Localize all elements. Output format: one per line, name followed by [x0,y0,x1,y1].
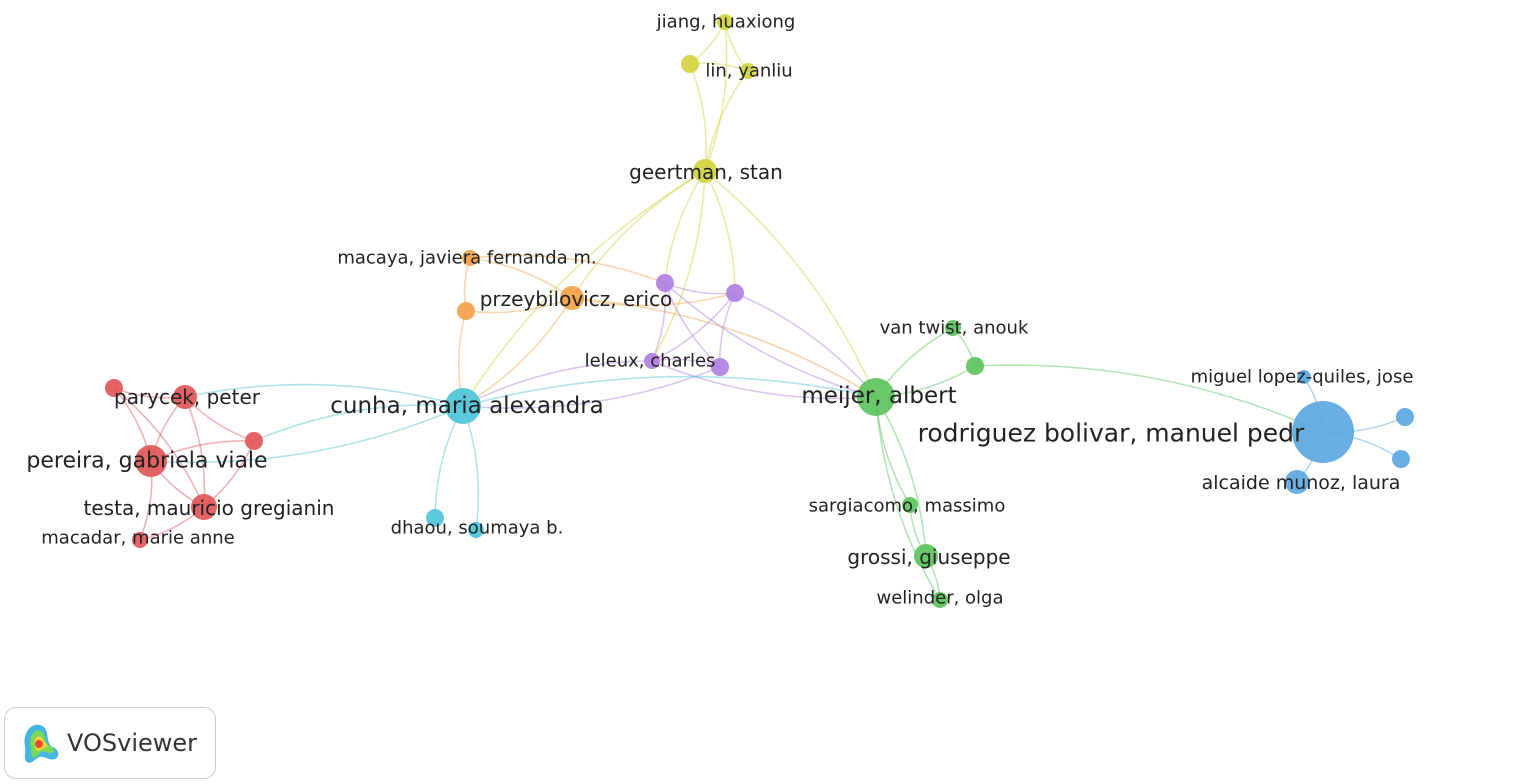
node-macaya[interactable] [462,250,478,266]
link-przeybilovicz-meijer [571,297,877,398]
vosviewer-logo-text: VOSviewer [67,729,198,757]
node-przeybilovicz[interactable] [560,286,584,310]
node-blue3[interactable] [1396,408,1414,426]
node-yellow3[interactable] [681,55,699,73]
link-purple2-meijer [734,292,877,398]
node-red4[interactable] [245,432,263,450]
node-cunha[interactable] [445,388,481,424]
node-jiang[interactable] [717,14,733,30]
node-dhaou[interactable] [426,509,444,527]
link-leleux-meijer [651,360,877,400]
node-label-welinder[interactable]: welinder, olga [876,588,1003,609]
link-testa-red5 [113,387,205,508]
node-orange2[interactable] [457,302,475,320]
node-welinder[interactable] [932,592,948,608]
node-parycek[interactable] [173,385,197,409]
link-cunha-meijer [462,375,877,407]
node-alcaide[interactable] [1285,470,1309,494]
node-purple3[interactable] [711,358,729,376]
node-label-alcaide[interactable]: alcaide munoz, laura [1202,472,1401,494]
node-label-jiang[interactable]: jiang, huaxiong [656,12,796,33]
link-geertman-przeybilovicz [571,170,706,299]
node-label-sargiacomo[interactable]: sargiacomo, massimo [809,496,1006,517]
node-label-vantwist[interactable]: van twist, anouk [880,318,1029,339]
node-label-przeybilovicz[interactable]: przeybilovicz, erico [480,287,673,311]
node-label-macadar[interactable]: macadar, marie anne [41,528,234,549]
node-meijer[interactable] [857,378,895,416]
node-testa[interactable] [191,494,217,520]
node-label-dhaou[interactable]: dhaou, soumaya b. [391,518,564,539]
nodes-layer [105,14,1414,608]
node-purple2[interactable] [726,284,744,302]
node-red5[interactable] [105,379,123,397]
link-cunha-cyan2 [462,405,480,531]
node-purple1[interactable] [656,274,674,292]
node-macadar[interactable] [132,532,148,548]
link-macaya-purple1 [469,254,666,284]
link-jiang-geertman [704,21,728,172]
link-yellow3-geertman [689,63,707,172]
node-leleux[interactable] [644,353,660,369]
link-lin-geertman [704,70,749,172]
node-label-macaya[interactable]: macaya, javiera fernanda m. [337,248,596,269]
node-lopez[interactable] [1297,370,1311,384]
link-przeybilovicz-cunha [462,297,573,407]
node-label-lin[interactable]: lin, yanliu [705,61,792,82]
link-cunha-red4 [253,404,464,442]
node-rodriguez[interactable] [1292,401,1354,463]
node-vantwist[interactable] [945,320,961,336]
link-cunha-pereira [150,405,464,464]
node-label-grossi[interactable]: grossi, giuseppe [847,545,1010,569]
node-label-testa[interactable]: testa, mauricio gregianin [84,496,335,520]
link-meijer-grossi [875,396,927,557]
node-label-parycek[interactable]: parycek, peter [114,385,261,409]
node-lin[interactable] [740,63,756,79]
link-geertman-cunha [462,170,706,407]
node-label-cunha[interactable]: cunha, maria alexandra [330,393,604,419]
node-label-lopez[interactable]: miguel lopez-quiles, jose [1191,367,1414,388]
node-geertman[interactable] [693,159,717,183]
node-pereira[interactable] [135,445,167,477]
link-cunha-parycek [184,383,464,407]
link-purple3-cunha [462,366,721,409]
node-green2[interactable] [966,357,984,375]
node-sargiacomo[interactable] [902,497,918,513]
vosviewer-logo-icon [24,724,59,763]
node-grossi[interactable] [914,544,938,568]
node-label-geertman[interactable]: geertman, stan [629,160,783,184]
link-meijer-welinder [875,396,941,601]
node-label-pereira[interactable]: pereira, gabriela viale [26,449,267,474]
node-label-rodriguez[interactable]: rodriguez bolivar, manuel pedr [918,419,1305,448]
link-geertman-purple2 [704,170,736,294]
link-geertman-purple1 [664,170,706,284]
link-geertman-leleux [651,170,706,362]
vosviewer-logo: VOSviewer [4,707,216,779]
node-cyan2[interactable] [468,522,484,538]
labels-layer: rodriguez bolivar, manuel pedr miguel lop… [26,12,1413,609]
link-green2-rodriguez [974,364,1324,433]
link-purple1-meijer [664,282,877,398]
links-layer [113,21,1406,601]
node-label-meijer[interactable]: meijer, albert [801,383,956,409]
link-przeybilovicz-purple2 [571,292,736,307]
link-geertman-meijer [704,170,877,398]
link-purple2-leleux [651,292,736,362]
node-blue4[interactable] [1392,450,1410,468]
link-leleux-cunha [462,360,653,407]
link-purple1-purple3 [664,282,721,368]
node-label-leleux[interactable]: leleux, charles [585,351,716,372]
